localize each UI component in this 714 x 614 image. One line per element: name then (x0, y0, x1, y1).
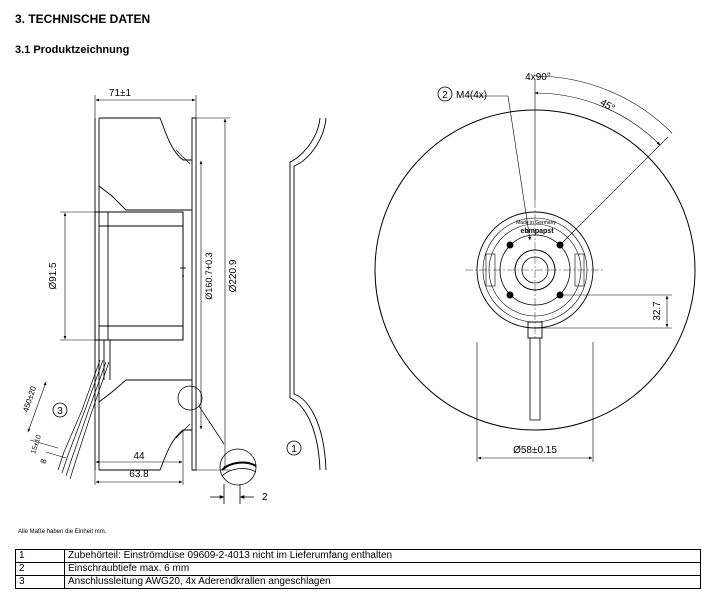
dim-71: 71±1 (109, 88, 132, 99)
hub-brand: ebmpapst (520, 228, 554, 235)
front-view-dimensions (466, 75, 673, 462)
unit-note: Alle Maße haben die Einheit mm. (18, 529, 107, 535)
callout-3-label: 3 (57, 406, 63, 417)
legend-text: Anschlussleitung AWG20, 4x Aderendkralle… (64, 575, 701, 589)
section-heading: 3. TECHNISCHE DATEN (15, 12, 151, 26)
dim-32-7: 32.7 (652, 301, 663, 321)
legend-row: 1 Zubehörteil: Einströmdüse 09609-2-4013… (15, 549, 701, 563)
dim-m4: M4(4x) (456, 90, 487, 101)
dim-15: 15±10 (30, 434, 43, 455)
side-view-dimensions (27, 95, 230, 485)
detail-view (210, 448, 257, 504)
dim-58: Ø58±0.15 (513, 445, 557, 456)
dim-160-7: Ø160.7+0.3 (204, 252, 214, 299)
legend-text: Einschraubtiefe max. 6 mm (64, 562, 701, 576)
legend-row: 3 Anschlussleitung AWG20, 4x Aderendkral… (15, 575, 701, 589)
legend-num: 3 (15, 575, 65, 589)
inlet-nozzle-profile (289, 117, 327, 471)
product-drawing: 71±1 Ø91.5 Ø160.7+0.3 Ø220.9 44 63.8 450… (21, 72, 696, 504)
side-view (94, 117, 225, 471)
legend-num: 2 (15, 562, 65, 576)
dim-91-5: Ø91.5 (48, 262, 59, 290)
cable-bundle (57, 359, 110, 480)
callout-1-label: 1 (291, 444, 297, 455)
section-subheading: 3.1 Produktzeichnung (15, 44, 130, 56)
dim-8: 8 (39, 457, 49, 465)
legend-table: 1 Zubehörteil: Einströmdüse 09609-2-4013… (15, 549, 701, 589)
dim-4x90: 4x90° (525, 72, 551, 83)
callout-3-circle (52, 402, 68, 418)
callout-2-circle (437, 86, 453, 102)
callout-2-label: 2 (442, 90, 448, 101)
hub-made-in: Made in Germany (516, 220, 556, 226)
legend-row: 2 Einschraubtiefe max. 6 mm (15, 562, 701, 576)
legend-text: Zubehörteil: Einströmdüse 09609-2-4013 n… (64, 549, 701, 563)
legend-num: 1 (15, 549, 65, 563)
dim-450: 450±20 (21, 385, 38, 414)
dim-220-9: Ø220.9 (228, 259, 239, 292)
callout-1-circle (286, 440, 302, 456)
dim-63-8: 63.8 (129, 469, 149, 480)
dim-44: 44 (133, 451, 145, 462)
dim-2: 2 (262, 492, 268, 503)
